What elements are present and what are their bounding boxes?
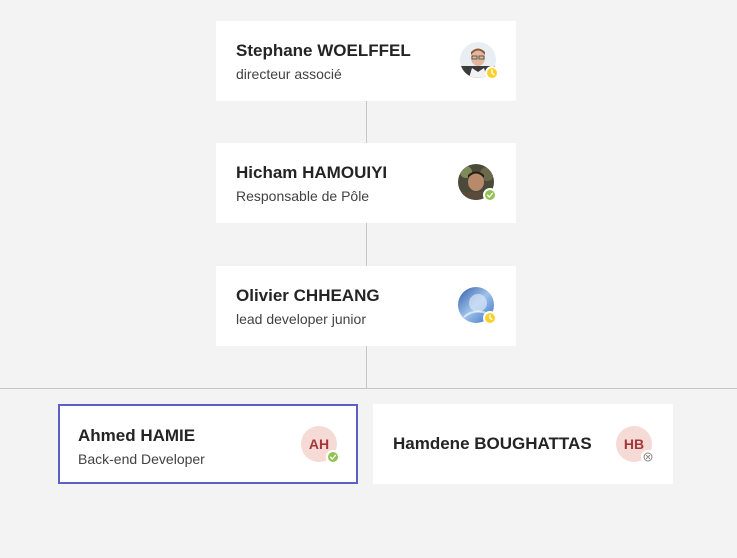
person-name: Ahmed HAMIE xyxy=(78,426,196,445)
org-card-manager-3[interactable]: Olivier CHHEANG lead developer junior xyxy=(216,266,516,346)
org-card-manager-1[interactable]: Stephane WOELFFEL directeur associé xyxy=(216,21,516,101)
avatar[interactable] xyxy=(458,287,497,325)
avatar-initials: HB xyxy=(623,436,645,452)
person-name: Hicham HAMOUIYI xyxy=(236,163,388,182)
org-card-manager-2[interactable]: Hicham HAMOUIYI Responsable de Pôle xyxy=(216,143,516,223)
avatar[interactable]: AH xyxy=(301,426,340,464)
presence-available-icon xyxy=(326,450,340,464)
connector-line-1 xyxy=(366,100,367,143)
person-name: Olivier CHHEANG xyxy=(236,286,380,305)
person-role: directeur associé xyxy=(236,66,342,82)
avatar[interactable] xyxy=(460,42,499,80)
avatar-initials: AH xyxy=(308,436,330,452)
presence-offline-icon xyxy=(641,450,655,464)
org-card-selected-person[interactable]: Ahmed HAMIE Back-end Developer AH xyxy=(58,404,358,484)
presence-away-icon xyxy=(483,311,497,325)
reports-divider xyxy=(0,388,737,389)
connector-line-2 xyxy=(366,222,367,266)
person-role: Back-end Developer xyxy=(78,451,205,467)
presence-available-icon xyxy=(483,188,497,202)
org-card-peer[interactable]: Hamdene BOUGHATTAS HB xyxy=(373,404,673,484)
avatar[interactable] xyxy=(458,164,497,202)
profile-photo-icon xyxy=(458,164,494,200)
person-name: Stephane WOELFFEL xyxy=(236,41,411,60)
person-role: Responsable de Pôle xyxy=(236,188,370,204)
person-role: lead developer junior xyxy=(236,311,366,327)
connector-line-3 xyxy=(366,345,367,388)
avatar[interactable]: HB xyxy=(616,426,655,464)
presence-away-icon xyxy=(485,66,499,80)
person-name: Hamdene BOUGHATTAS xyxy=(393,434,592,453)
